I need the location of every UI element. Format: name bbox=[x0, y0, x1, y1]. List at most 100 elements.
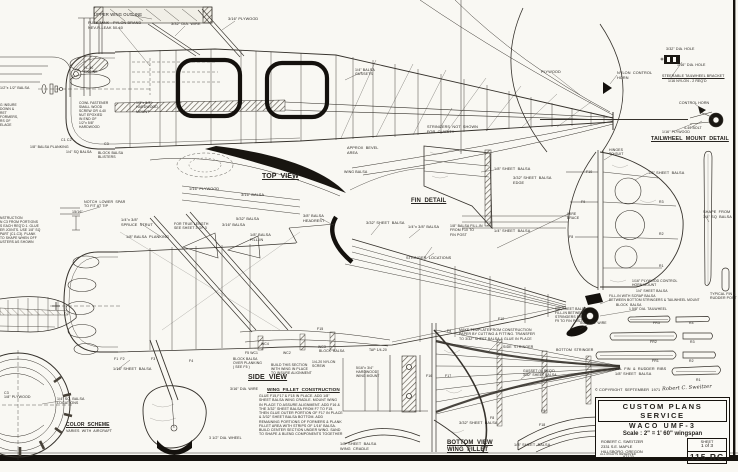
callout-label: 3/16" PLYWOOD bbox=[228, 17, 259, 21]
plan-number: 115 RC bbox=[687, 451, 727, 464]
callout-label: 1/8" BALSA FILL-IN bbox=[250, 233, 271, 242]
callout-label: STRINGERS NOT SHOWN FOR CLARITY bbox=[427, 125, 478, 134]
callout-label: C3 bbox=[104, 142, 109, 146]
aircraft-side-view bbox=[50, 211, 567, 455]
callout-label: FR2 bbox=[650, 340, 657, 344]
callout-label: R1 bbox=[696, 378, 701, 382]
fin-detail-drawing bbox=[423, 145, 493, 230]
callout-label: 3/32" SHEET BALSA bbox=[366, 221, 405, 225]
leading-edge-stock-piece bbox=[703, 150, 713, 286]
fuselage-structure-view bbox=[38, 0, 688, 176]
callout-label: 5/32" DIA. WIRE bbox=[580, 321, 607, 325]
callout-label: 1/8" SHEET BALSA bbox=[514, 443, 551, 447]
title-block-service: CUSTOM PLANS SERVICE bbox=[598, 399, 727, 422]
callout-label: NSTRUCTION N C3 FROM PORTIONS S EACH REQ… bbox=[0, 216, 41, 245]
sheet-label: SHEET bbox=[700, 439, 714, 444]
wing-fillet-title: WING FILLET CONSTRUCTION bbox=[267, 387, 340, 392]
callout-label: R2 bbox=[689, 359, 694, 363]
callout-label: 3/32" SHEET BALSA bbox=[459, 421, 498, 425]
callout-label: TYPICAL FIN & RUDDER POST bbox=[710, 292, 737, 301]
callout-label: FL-40 ENGINE bbox=[84, 66, 98, 75]
callout-label: F18 bbox=[539, 423, 546, 427]
callout-label: COWL FASTENER SMALL WOOD SCREW OR 4-40 N… bbox=[79, 101, 109, 130]
title-block-scale: Scale : 2" = 1' 60" wingspan bbox=[622, 431, 703, 437]
callout-label: 3/32" SHEET BALSA EDGE bbox=[513, 176, 552, 185]
callout-label: R3 bbox=[659, 200, 664, 204]
callout-label: 1/4-20 NYLON SCREW bbox=[312, 360, 336, 369]
callout-label: 1/16" PLYWOOD bbox=[662, 130, 690, 134]
callout-label: 1/8" SHEET BALSA WING CRADLE bbox=[340, 442, 377, 451]
rudder-detail-drawing bbox=[462, 150, 684, 337]
callout-label: WC4 bbox=[261, 342, 269, 346]
callout-label: 1/16" PLYWOOD bbox=[189, 187, 220, 191]
callout-label: PLYWOOD bbox=[541, 70, 561, 74]
callout-label: NOTCH LOWER SPAR TO FIT AT TIP bbox=[84, 200, 126, 209]
callout-label: 1/8" BALSA PLANKING bbox=[126, 235, 170, 239]
callout-label: BLOCK BALSA BLISTERS bbox=[98, 151, 124, 160]
callout-label: F15 bbox=[317, 327, 324, 331]
callout-label: BOTTOM STRINGER bbox=[556, 348, 594, 352]
callout-label: BLOCK BALSA bbox=[616, 303, 642, 307]
callout-label: 1/4"x 3/8" SPRUCE STRUT bbox=[121, 218, 153, 227]
callout-label: TAP 1/4-20 bbox=[369, 348, 387, 352]
callout-label: F3 bbox=[151, 357, 156, 361]
callout-label: 1 5/8" DIA. TAILWHEEL bbox=[629, 307, 667, 311]
callout-label: NYLON CONTROL HORN bbox=[617, 71, 653, 80]
callout-label: 1/16" SHEET BALSA bbox=[113, 367, 152, 371]
callout-label: F17 bbox=[445, 374, 452, 378]
callout-label: 1/2"x 5/8" HARDWOOD MOUNT bbox=[136, 101, 158, 114]
callout-label: R3 bbox=[690, 340, 695, 344]
callout-label: BLOCK BALSA OVER PLANKING ( SEE F5 ) bbox=[233, 357, 262, 370]
callout-label: C3 1/8" PLYWOOD bbox=[4, 391, 31, 400]
callout-label: FR1 bbox=[652, 359, 659, 363]
callout-label: F9 bbox=[447, 329, 452, 333]
former-c3-drawing bbox=[0, 350, 73, 460]
callout-label: ALL FIN & RUDDER RIBS 1/8" SHEET BALSA bbox=[615, 367, 667, 376]
copyright-line: © COPYRIGHT SEPTEMBER 1971 bbox=[595, 388, 661, 392]
callout-label: 1/16" PLYWOOD CONTROL HORN MOUNT bbox=[632, 279, 678, 288]
callout-label: HINGES TO SUIT bbox=[609, 148, 624, 157]
callout-label: 3 1/2" DIA. WHEEL bbox=[209, 436, 242, 440]
designer-name: ROBERT C. SWEITZER bbox=[601, 439, 644, 444]
callout-label: F5 WC1 bbox=[245, 351, 259, 355]
callout-label: UPPER WING OUTLINE bbox=[94, 12, 143, 17]
callout-label: 3/16" BALSA bbox=[222, 223, 246, 227]
title-block-address: ROBERT C. SWEITZER 2331 S.E. MAPLE HILLS… bbox=[596, 438, 687, 464]
callout-label: 5/32" BALSA bbox=[236, 217, 260, 221]
callout-label: 1/2"x 1/2" BALSA bbox=[0, 86, 30, 90]
callout-label: 1/4"x 3/8" BALSA bbox=[408, 225, 440, 229]
callout-label: FILL-IN WITH SCRAP BALSA BETWEEN BOTTOM … bbox=[609, 294, 700, 303]
wing-tip-top-view bbox=[0, 207, 80, 333]
callout-label: 1/16" DIA. HOLE bbox=[677, 63, 706, 67]
designer-address1: 2331 S.E. MAPLE bbox=[601, 444, 633, 450]
title-block: CUSTOM PLANS SERVICE WACO UMF-3 Scale : … bbox=[595, 397, 730, 464]
callout-label: 1/8" SHEET BALSA FILL-IN BETWEEN STRINGE… bbox=[555, 307, 588, 324]
title-block-sheet-area: SHEET 1 of 3 115 RC bbox=[687, 438, 727, 464]
color-scheme-title: COLOR SCHEME bbox=[66, 422, 110, 428]
callout-label: SHAPE FROM 1/4" SQ BALSA bbox=[703, 210, 732, 219]
callout-label: FUEL TANK - PYLON BRAND NEV-R-LEAK 50-40 bbox=[88, 21, 142, 30]
callout-label: F8 bbox=[490, 416, 495, 420]
callout-label: 3/32" DIA. HOLE bbox=[666, 47, 695, 51]
callout-label: STRINGER LOCATIONS bbox=[406, 256, 452, 260]
callout-label: R1 bbox=[659, 264, 664, 268]
callout-label: 3/16" DIA. WIRE bbox=[230, 387, 259, 391]
callout-label: 1/8" SHEET BALSA bbox=[648, 171, 685, 175]
callout-label: 3/16" BALSA bbox=[241, 193, 265, 197]
callout-label: MAKE TEMPLATE FROM CONSTRUCTION PAPER BY… bbox=[459, 328, 535, 341]
top-view-title: TOP VIEW bbox=[262, 173, 299, 180]
designer-zip: 97123 bbox=[623, 454, 634, 460]
designer-address2: HILLSBORO, OREGON bbox=[601, 449, 643, 455]
callout-label: 1/4" SQ BALSA LOCATIONS bbox=[57, 397, 85, 406]
callout-label: C1 C2 bbox=[61, 138, 72, 142]
callout-label: WING BALSA bbox=[344, 170, 368, 174]
callout-label: F1 F2 bbox=[114, 357, 125, 361]
rights-notice: ALL RIGHTS RESERVED bbox=[600, 452, 637, 456]
callout-label: SIDE STRINGER bbox=[503, 345, 534, 349]
callout-label: CONTROL HORN bbox=[679, 101, 710, 105]
callout-label: BLOCK BALSA bbox=[319, 349, 345, 353]
callout-label: 1/4" SQ BALSA bbox=[66, 150, 92, 154]
callout-label: BUILD THIS SECTION WITH WING IN PLACE TO… bbox=[271, 363, 312, 376]
tailwheel-mount-detail bbox=[660, 55, 724, 128]
